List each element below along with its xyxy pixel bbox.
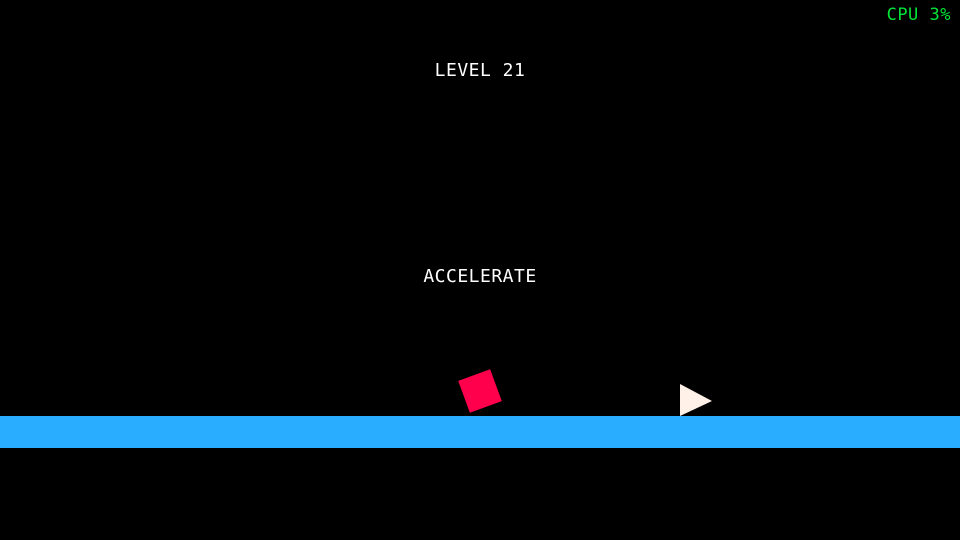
player-square-icon	[458, 369, 502, 413]
cpu-usage-indicator: CPU 3%	[886, 5, 951, 25]
spike-triangle-icon	[680, 384, 712, 416]
level-title: LEVEL 21	[434, 60, 526, 81]
instruction-text: ACCELERATE	[423, 266, 537, 287]
ground-platform	[0, 416, 960, 448]
